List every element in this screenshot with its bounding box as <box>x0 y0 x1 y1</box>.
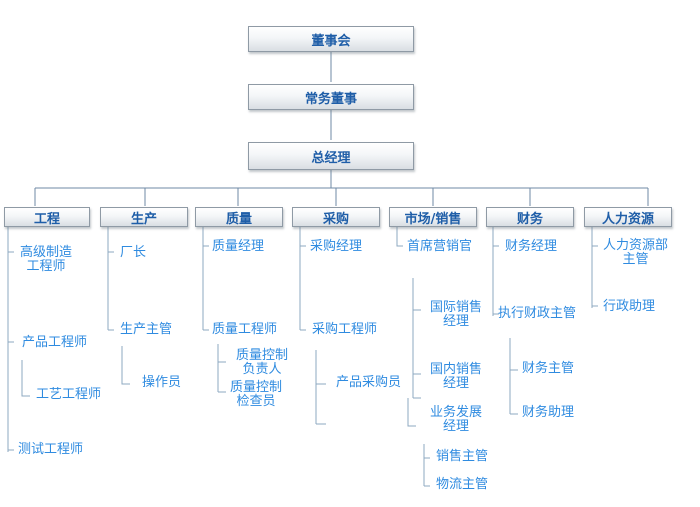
role-senior-mfg-engineer: 高级制造 工程师 <box>20 246 72 274</box>
role-finance-supervisor: 财务主管 <box>522 361 575 376</box>
role-hr-manager-line1: 人力资源部 <box>603 238 669 253</box>
role-finance-assistant: 财务助理 <box>522 405 575 420</box>
role-intl-sales-manager: 国际销售 经理 <box>430 301 482 329</box>
connector-purchasing-sub <box>315 350 326 425</box>
dept-quality-box[interactable]: 质量 <box>195 207 283 227</box>
role-purchasing-engineer: 采购工程师 <box>312 322 378 337</box>
dept-engineering-box[interactable]: 工程 <box>4 207 90 227</box>
dept-production-box[interactable]: 生产 <box>100 207 188 227</box>
role-domestic-sales-manager: 国内销售 经理 <box>430 363 482 391</box>
role-product-buyer: 产品采购员 <box>336 375 402 390</box>
role-qc-lead-line1: 质量控制 <box>236 348 289 363</box>
connector-engineering-tree <box>7 226 14 452</box>
role-operator: 操作员 <box>142 375 182 390</box>
connector-marketing-sales <box>412 278 421 399</box>
role-purchasing-manager: 采购经理 <box>310 239 363 254</box>
role-qc-inspector-line2: 检查员 <box>236 394 276 409</box>
connector-quality-sub <box>217 344 226 393</box>
general-manager-box[interactable]: 总经理 <box>248 142 414 170</box>
role-test-engineer: 测试工程师 <box>18 442 84 457</box>
role-logistics-supervisor: 物流主管 <box>436 477 489 492</box>
role-quality-engineer: 质量工程师 <box>212 322 278 337</box>
connector-marketing-tree <box>396 226 403 247</box>
role-qc-lead-line2: 负责人 <box>242 362 282 377</box>
role-product-engineer: 产品工程师 <box>22 335 88 350</box>
connector-production-operator <box>121 346 130 385</box>
dept-marketing-box[interactable]: 市场/销售 <box>389 207 477 227</box>
role-admin-assistant: 行政助理 <box>603 299 656 314</box>
role-plant-manager: 厂长 <box>120 245 147 260</box>
role-senior-mfg-engineer-line2: 工程师 <box>26 259 66 274</box>
connector-purchasing-tree <box>299 226 306 331</box>
dept-hr-box[interactable]: 人力资源 <box>584 207 672 227</box>
role-intl-sales-manager-line2: 经理 <box>443 314 470 329</box>
role-qc-inspector: 质量控制 检查员 <box>230 381 282 409</box>
role-hr-manager: 人力资源部 主管 <box>603 239 668 267</box>
managing-director-box[interactable]: 常务董事 <box>248 84 414 110</box>
connector-finance-tree <box>492 226 499 316</box>
role-executive-finance-supervisor: 执行财政主管 <box>498 306 577 321</box>
connector-hr-tree <box>591 226 598 308</box>
connector-quality-tree <box>202 226 209 331</box>
role-senior-mfg-engineer-line1: 高级制造 <box>20 245 73 260</box>
role-sales-supervisor: 销售主管 <box>436 449 489 464</box>
role-qc-inspector-line1: 质量控制 <box>230 380 283 395</box>
role-hr-manager-line2: 主管 <box>622 252 649 267</box>
dept-purchasing-box[interactable]: 采购 <box>292 207 380 227</box>
dept-finance-box[interactable]: 财务 <box>486 207 574 227</box>
role-bizdev-manager: 业务发展 经理 <box>430 406 482 434</box>
connector-marketing-bizdev <box>407 398 416 427</box>
role-production-supervisor: 生产主管 <box>120 322 173 337</box>
connector-marketing-sub <box>423 444 430 487</box>
role-bizdev-manager-line1: 业务发展 <box>430 405 483 420</box>
board-of-directors-box[interactable]: 董事会 <box>248 26 414 52</box>
role-domestic-sales-manager-line2: 经理 <box>443 376 470 391</box>
connector-engineering-process <box>21 360 30 397</box>
role-qc-lead: 质量控制 负责人 <box>236 349 288 377</box>
connector-finance-sub <box>509 338 518 415</box>
connector-production-tree <box>107 226 114 331</box>
role-bizdev-manager-line2: 经理 <box>443 419 470 434</box>
role-finance-manager: 财务经理 <box>505 239 558 254</box>
role-domestic-sales-manager-line1: 国内销售 <box>430 362 483 377</box>
role-chief-marketing-officer: 首席营销官 <box>407 239 473 254</box>
role-process-engineer: 工艺工程师 <box>36 387 102 402</box>
role-intl-sales-manager-line1: 国际销售 <box>430 300 483 315</box>
role-quality-manager: 质量经理 <box>212 239 265 254</box>
